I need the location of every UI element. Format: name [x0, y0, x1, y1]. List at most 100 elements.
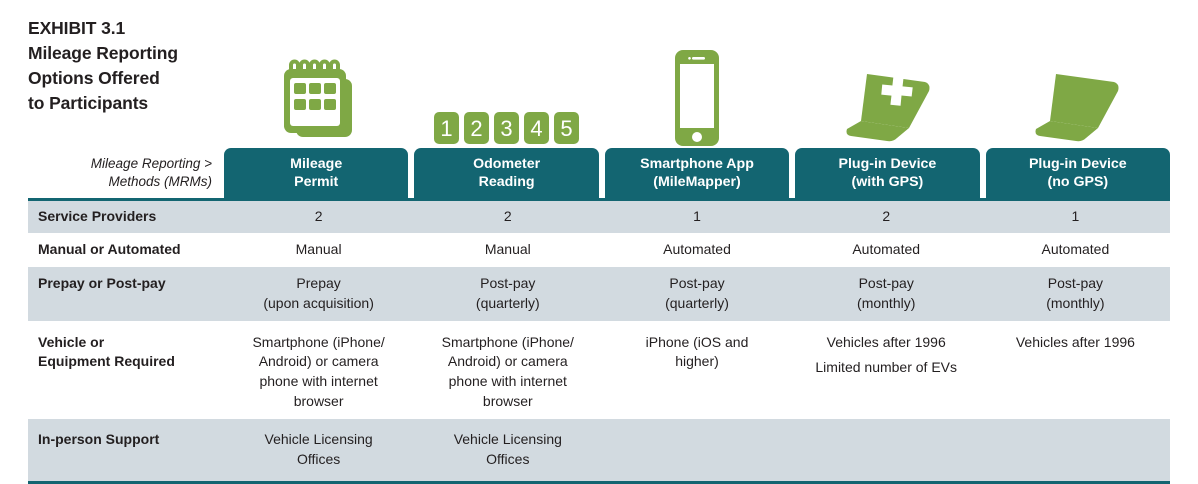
exhibit-title-line-3: Options Offered	[28, 67, 160, 88]
icon-strip: 1 2 3 4 5	[224, 40, 1170, 148]
table-cell-r3-c2: Post-pay(quarterly)	[413, 267, 602, 321]
cell-paragraph: Post-pay(quarterly)	[665, 274, 729, 311]
row-cells: 2 2 1 2 1	[224, 201, 1170, 233]
cell-paragraph: Automated	[1041, 240, 1110, 257]
plug-in-device-gps-icon	[846, 74, 930, 142]
calendar-icon	[283, 59, 352, 137]
table-cell-r1-c2: 2	[413, 201, 602, 233]
column-header-label: Plug-in Device(no GPS)	[1028, 155, 1127, 190]
table-cell-r3-c1: Prepay(upon acquisition)	[224, 267, 413, 321]
svg-text:4: 4	[530, 116, 542, 141]
row-label: Prepay or Post-pay	[38, 274, 166, 291]
svg-text:5: 5	[560, 116, 572, 141]
row-label: Manual or Automated	[38, 240, 181, 257]
cell-paragraph: Manual	[484, 240, 531, 257]
column-header-4[interactable]: Plug-in Device(with GPS)	[795, 148, 980, 198]
table-header-row: Mileage Reporting >Methods (MRMs) Mileag…	[28, 148, 1171, 198]
cell-paragraph: 1	[693, 208, 701, 224]
icon-cell-smartphone-app	[602, 40, 791, 148]
table-cell-r3-c5: Post-pay(monthly)	[981, 267, 1170, 321]
exhibit-title-line-4: to Participants	[28, 92, 149, 113]
exhibit-title-line-2: Mileage Reporting	[28, 42, 178, 63]
row-label: In-person Support	[38, 431, 160, 447]
cell-paragraph: Post-pay(monthly)	[1046, 274, 1105, 311]
cell-paragraph: Automated	[663, 240, 731, 257]
table-cell-r3-c3: Post-pay(quarterly)	[602, 267, 791, 321]
column-header-3[interactable]: Smartphone App(MileMapper)	[604, 148, 790, 198]
svg-text:3: 3	[500, 116, 512, 141]
table-cell-r2-c3: Automated	[602, 233, 791, 267]
icon-cell-odometer-reading: 1 2 3 4 5	[413, 40, 602, 148]
cell-paragraph: Post-pay(quarterly)	[475, 274, 540, 311]
plug-in-device-no-gps-icon	[1035, 74, 1119, 142]
table-cell-r2-c1: Manual	[224, 233, 413, 267]
svg-text:1: 1	[440, 116, 452, 141]
cell-paragraph: 1	[1071, 208, 1080, 224]
icon-cell-plugin-no-gps	[981, 40, 1170, 148]
table-row: Manual or Automated Manual Manual Automated…	[28, 232, 1170, 267]
table-row: Service Providers 2 2 1 2 1	[28, 201, 1170, 233]
cell-paragraph: Vehicles after 1996	[826, 333, 946, 350]
table-cell-r1-c1: 2	[224, 201, 413, 233]
table-cell-r2-c4: Automated	[792, 233, 981, 267]
icon-cell-plugin-gps	[792, 40, 981, 148]
cell-paragraph: Prepay(upon acquisition)	[263, 274, 374, 311]
table-bottom-rule	[28, 480, 1170, 484]
cell-paragraph: Manual	[295, 240, 342, 257]
cell-paragraph: Automated	[852, 240, 921, 257]
row-cells: Manual Manual Automated Automated Automated	[224, 233, 1170, 267]
cell-paragraph: 2	[314, 208, 323, 224]
row-cells: Prepay(upon acquisition) Post-pay(quarter…	[224, 267, 1170, 321]
exhibit-title-line-1: EXHIBIT 3.1	[28, 18, 126, 38]
smartphone-icon	[675, 50, 719, 146]
cell-paragraph: Post-pay(monthly)	[857, 274, 916, 311]
column-header-5[interactable]: Plug-in Device(no GPS)	[985, 148, 1171, 198]
column-header-label: Plug-in Device(with GPS)	[838, 155, 937, 190]
row-label: Service Providers	[38, 208, 157, 224]
cell-paragraph: Limited number of EVs	[815, 359, 958, 376]
cell-paragraph: 2	[503, 208, 512, 224]
table-cell-r4-c5: Vehicles after 1996	[981, 321, 1170, 420]
cell-paragraph: 2	[882, 208, 891, 224]
cell-paragraph: Vehicles after 1996	[1015, 333, 1135, 350]
table-cell-r2-c2: Manual	[413, 233, 602, 267]
odometer-digits-icon: 1 2 3 4 5	[433, 112, 579, 144]
svg-text:2: 2	[470, 116, 482, 141]
header-underline-rule	[28, 198, 1170, 201]
table-cell-r3-c4: Post-pay(monthly)	[792, 267, 981, 321]
column-header-label: Smartphone App(MileMapper)	[640, 155, 754, 190]
table-cell-r1-c3: 1	[602, 201, 791, 233]
icon-cell-mileage-permit	[224, 40, 413, 148]
table-cell-r5-c4	[792, 419, 981, 481]
table-cell-r5-c5	[981, 419, 1170, 481]
table-cell-r1-c4: 2	[792, 201, 981, 233]
table-cell-r5-c3	[602, 419, 791, 481]
comparison-table: Mileage Reporting >Methods (MRMs) Mileag…	[28, 148, 1171, 484]
corner-label-text: Mileage Reporting >Methods (MRMs)	[90, 155, 212, 189]
table-cell-r2-c5: Automated	[981, 233, 1170, 267]
table-corner-label: Mileage Reporting >Methods (MRMs)	[28, 148, 224, 198]
